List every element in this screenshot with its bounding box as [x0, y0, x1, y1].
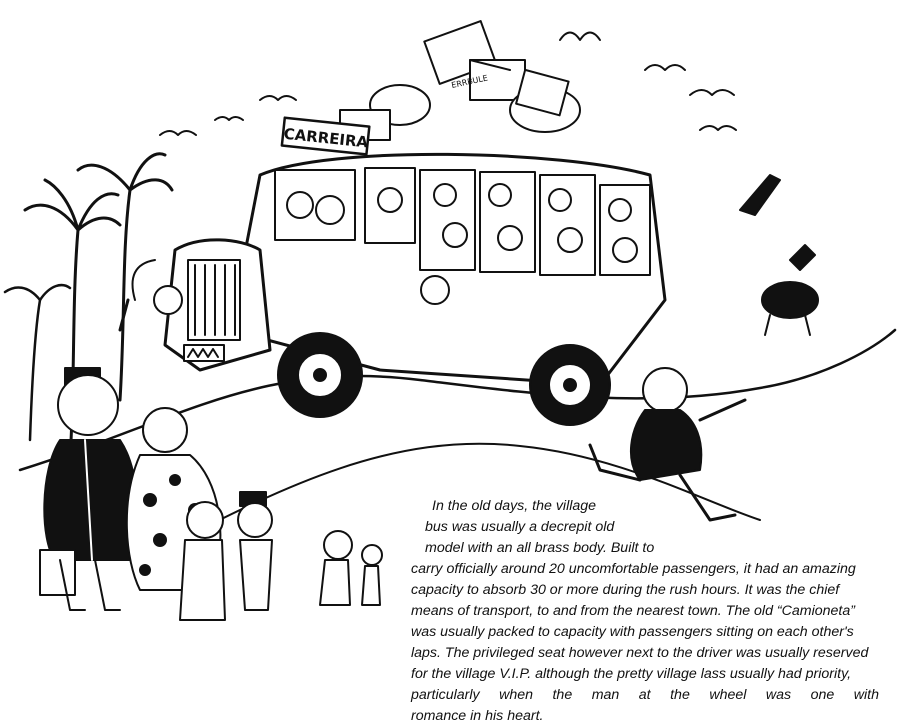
caption-line: bus was usually a decrepit old	[425, 519, 615, 535]
umbrella-left	[118, 259, 156, 332]
caption-line: model with an all brass body. Built to	[425, 540, 655, 556]
road	[18, 328, 897, 472]
caption-line: for the village V.I.P. although the pret…	[411, 666, 852, 682]
caption-line: capacity to absorb 30 or more during the…	[411, 582, 840, 598]
bus-destination-sign	[280, 116, 371, 156]
caption-line: In the old days, the village	[432, 498, 597, 514]
caption-line: particularly when the man at the wheel w…	[411, 687, 879, 703]
caption-line: carry officially around 20 uncomfortable…	[411, 561, 856, 577]
running-man	[588, 367, 747, 522]
bus	[153, 152, 667, 426]
animal	[761, 281, 819, 336]
caption-line: means of transport, to and from the near…	[411, 603, 855, 619]
caption-line: was usually packed to capacity with pass…	[411, 624, 854, 640]
caption-line: laps. The privileged seat however next t…	[411, 645, 869, 661]
caption-line: romance in his heart.	[411, 708, 544, 724]
birds	[159, 64, 737, 136]
man-with-hat	[39, 367, 138, 611]
children	[179, 491, 383, 621]
umbrella-right	[739, 174, 816, 271]
